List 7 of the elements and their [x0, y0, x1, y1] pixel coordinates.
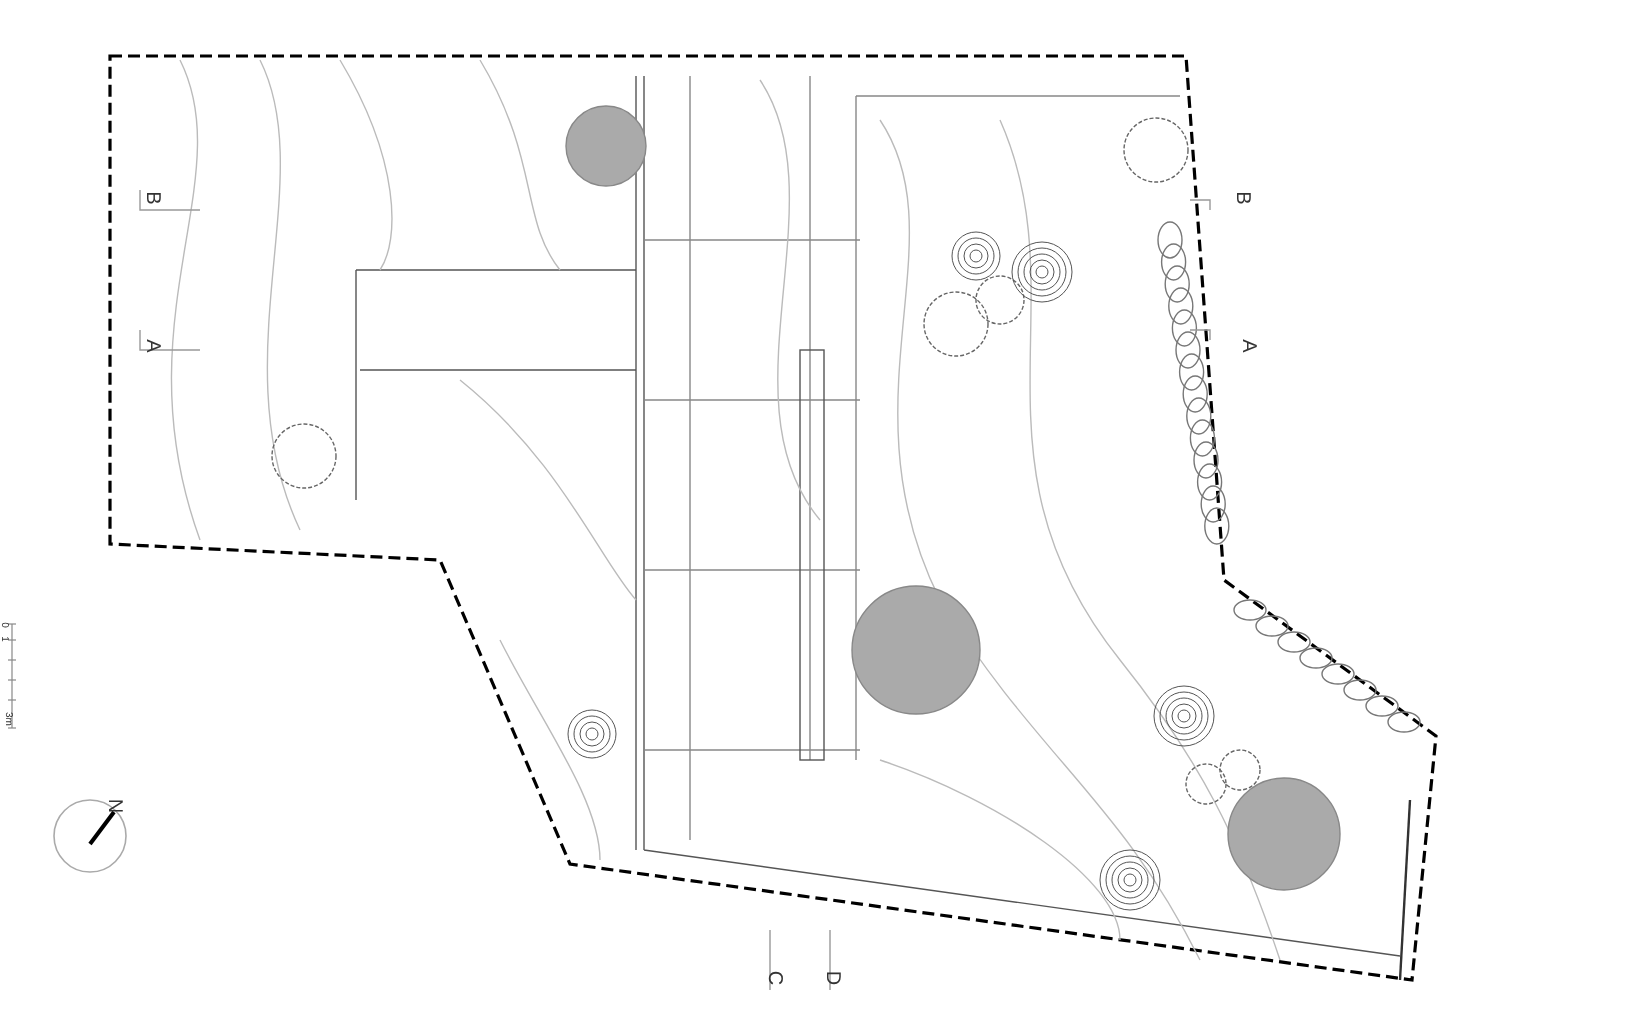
section-marker: C [763, 970, 784, 986]
section-marker: B [1230, 191, 1251, 205]
section-marker: A [140, 339, 161, 353]
section-marker: B [140, 191, 161, 205]
north-label: N [103, 798, 124, 814]
section-marker: D [821, 970, 842, 986]
section-marker: A [1236, 339, 1257, 353]
